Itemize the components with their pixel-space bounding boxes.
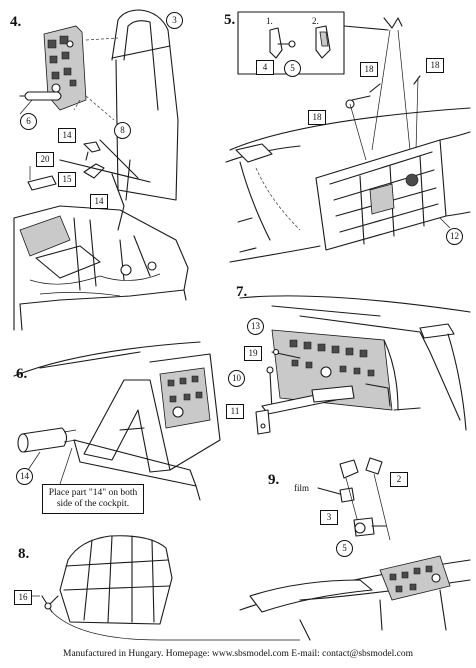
step-7-number: 7. xyxy=(236,284,248,300)
part-5-callout-b: 5 xyxy=(336,540,353,557)
part-18-callout-b: 18 xyxy=(426,58,444,73)
part-20-callout: 20 xyxy=(36,152,54,167)
part-12-callout: 12 xyxy=(446,228,463,245)
part-5-callout: 5 xyxy=(284,60,301,77)
part-3-callout: 3 xyxy=(166,12,183,29)
step5-illustration xyxy=(225,11,471,263)
part-3-callout-b: 3 xyxy=(320,510,338,525)
step-6-number: 6. xyxy=(16,366,28,382)
substep-2-label: 2. xyxy=(312,16,319,26)
film-label: film xyxy=(294,483,309,493)
part-10-callout: 10 xyxy=(228,370,245,387)
part-18-callout-c: 18 xyxy=(308,110,326,125)
part-11-callout: 11 xyxy=(226,404,244,419)
part-6-callout: 6 xyxy=(20,113,37,130)
step-5-number: 5. xyxy=(224,12,236,28)
part-16-callout: 16 xyxy=(14,590,32,605)
placement-note: Place part "14" on both side of the cock… xyxy=(42,484,144,514)
part-8-callout: 8 xyxy=(114,122,131,139)
part-18-callout-a: 18 xyxy=(360,62,378,77)
part-4-callout: 4 xyxy=(256,60,274,75)
step-9-number: 9. xyxy=(268,472,280,488)
part-14-callout-b: 14 xyxy=(90,194,108,209)
step7-illustration xyxy=(239,295,471,435)
footer-text: Manufactured in Hungary. Homepage: www.s… xyxy=(63,649,413,659)
part-13-callout: 13 xyxy=(247,318,264,335)
part-19-callout: 19 xyxy=(244,346,262,361)
step4-illustration xyxy=(13,9,189,331)
part-14-callout-c: 14 xyxy=(16,468,33,485)
step6-illustration xyxy=(13,341,221,501)
step9-illustration xyxy=(239,457,471,641)
part-14-callout: 14 xyxy=(58,128,76,143)
step8-illustration xyxy=(30,535,300,641)
part-2-callout: 2 xyxy=(390,472,408,487)
step-8-number: 8. xyxy=(18,546,30,562)
part-15-callout: 15 xyxy=(58,172,76,187)
step-4-number: 4. xyxy=(10,14,22,30)
substep-1-label: 1. xyxy=(266,16,273,26)
